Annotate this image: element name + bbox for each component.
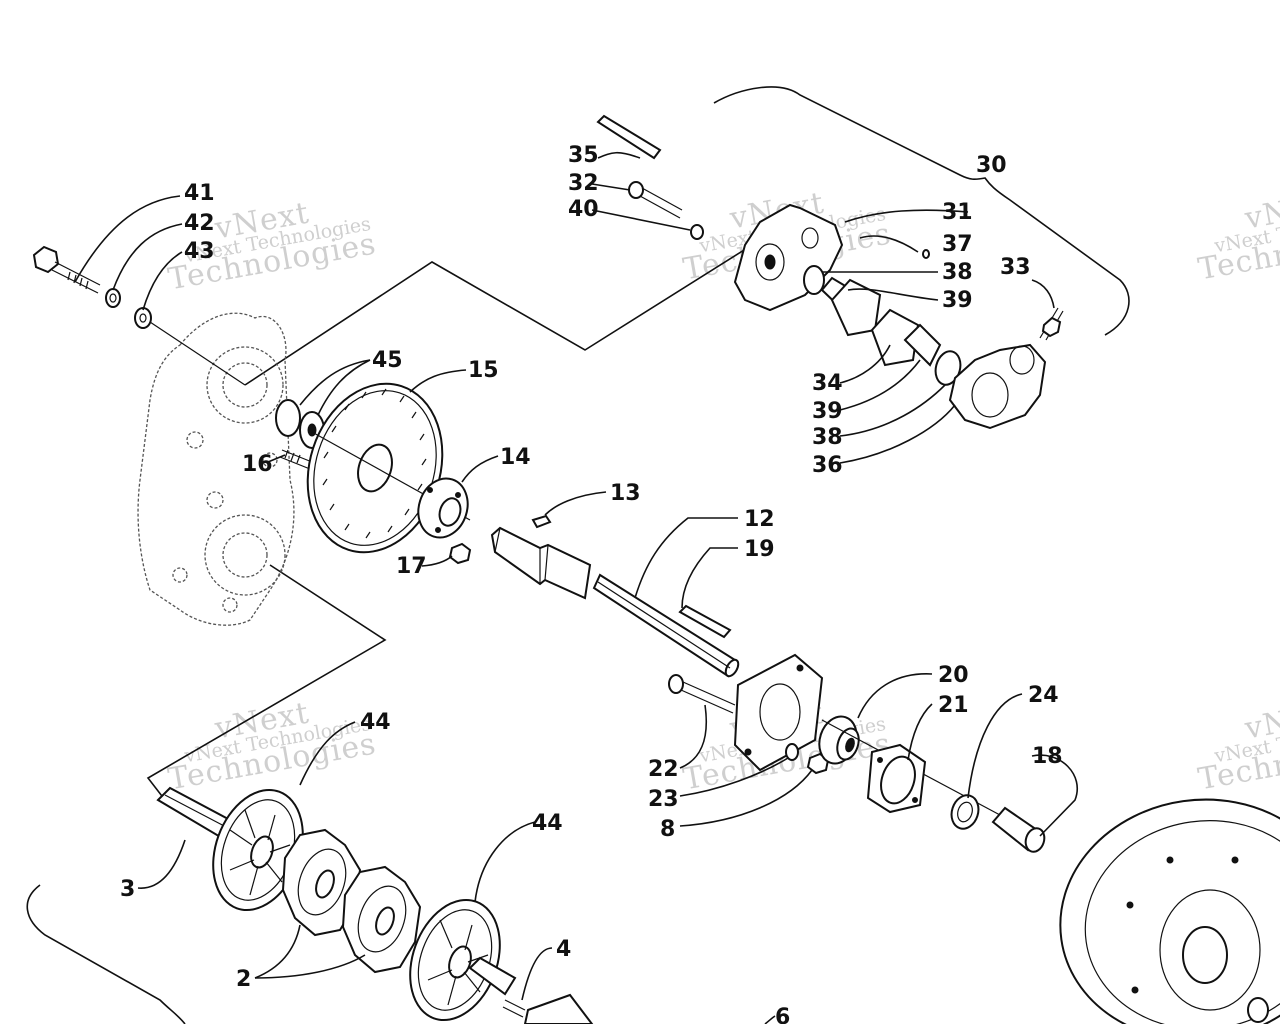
callout-18: 18 bbox=[1032, 744, 1063, 769]
callout-20: 20 bbox=[938, 663, 969, 688]
washer-43 bbox=[134, 307, 152, 329]
stud-16 bbox=[279, 449, 313, 470]
hub-14 bbox=[417, 477, 469, 539]
callout-33: 33 bbox=[1000, 255, 1031, 280]
bleeder-33 bbox=[1039, 307, 1064, 341]
callout-44b: 44 bbox=[532, 811, 563, 836]
nut-17 bbox=[448, 542, 472, 565]
idler-wheel-44-left bbox=[212, 788, 304, 912]
callout-39: 39 bbox=[942, 288, 973, 313]
callout-3: 3 bbox=[120, 877, 135, 902]
piston-39-lower bbox=[903, 323, 942, 367]
callout-40: 40 bbox=[568, 197, 599, 222]
callout-41: 41 bbox=[184, 181, 215, 206]
pad-34a bbox=[830, 278, 882, 337]
callout-15: 15 bbox=[468, 358, 499, 383]
callout-31: 31 bbox=[942, 200, 973, 225]
gearcase-housing bbox=[137, 312, 295, 626]
bracket-bottom-left bbox=[26, 884, 186, 1024]
bearing-plate-bottom bbox=[523, 993, 594, 1024]
callout-36: 36 bbox=[812, 453, 843, 478]
reference-line-top bbox=[244, 239, 761, 386]
callout-34: 34 bbox=[812, 371, 843, 396]
pin-37 bbox=[922, 249, 930, 259]
callout-38b: 38 bbox=[812, 425, 843, 450]
sprocket-2b bbox=[341, 865, 422, 974]
flange-21 bbox=[866, 743, 927, 814]
bolt-32 bbox=[628, 181, 683, 219]
callout-14: 14 bbox=[500, 445, 531, 470]
seal-24 bbox=[950, 794, 980, 830]
tube-12 bbox=[592, 573, 740, 678]
callout-24: 24 bbox=[1028, 683, 1059, 708]
callout-42: 42 bbox=[184, 211, 215, 236]
bracket-30 bbox=[713, 86, 1130, 336]
splined-shaft-3 bbox=[156, 786, 232, 840]
bolt-22 bbox=[668, 674, 736, 714]
caliper-assembly bbox=[596, 114, 1064, 430]
bearing-flange-plate bbox=[733, 653, 824, 772]
callout-43: 43 bbox=[184, 239, 215, 264]
seal-38-upper bbox=[803, 265, 825, 295]
watermark-3: vNext vNext Technologies Technologies bbox=[166, 696, 379, 798]
callout-12: 12 bbox=[744, 507, 775, 532]
callout-13: 13 bbox=[610, 481, 641, 506]
washer-40 bbox=[690, 224, 704, 240]
callout-32: 32 bbox=[568, 171, 599, 196]
pin-35 bbox=[596, 114, 662, 160]
callout-44a: 44 bbox=[360, 710, 391, 735]
watermark-5: vNext vNext Te Techn bbox=[1196, 186, 1280, 288]
callout-38: 38 bbox=[942, 260, 973, 285]
brake-disc-15 bbox=[306, 382, 471, 554]
reference-line-mid bbox=[146, 564, 387, 801]
washer-23 bbox=[785, 743, 799, 761]
callout-39b: 39 bbox=[812, 399, 843, 424]
spacer-45a bbox=[275, 399, 301, 437]
callout-17: 17 bbox=[396, 554, 427, 579]
large-drive-pulley bbox=[1059, 798, 1280, 1024]
callout-8: 8 bbox=[660, 817, 675, 842]
key-19 bbox=[678, 604, 732, 639]
disc-vent-slots bbox=[322, 388, 427, 539]
callout-16: 16 bbox=[242, 452, 273, 477]
washer-42 bbox=[105, 288, 121, 308]
shaft-stub-12 bbox=[490, 526, 592, 600]
drive-shaft-assembly bbox=[156, 786, 594, 1024]
watermark-6: vNext vNext Te Techn bbox=[1196, 696, 1280, 798]
callout-45: 45 bbox=[372, 348, 403, 373]
callout-21: 21 bbox=[938, 693, 969, 718]
seal-38-lower bbox=[934, 350, 962, 386]
callout-labels: 30 35 32 40 31 37 38 39 33 34 39 38 36 4… bbox=[120, 143, 1063, 1024]
callout-2: 2 bbox=[236, 967, 251, 992]
callout-30: 30 bbox=[976, 153, 1007, 178]
callout-35: 35 bbox=[568, 143, 599, 168]
key-13 bbox=[531, 514, 552, 529]
leader-lines bbox=[74, 151, 1078, 1024]
bolt-41 bbox=[32, 245, 101, 294]
caliper-half-36 bbox=[948, 343, 1047, 430]
bolt-4 bbox=[502, 999, 526, 1018]
callout-23: 23 bbox=[648, 787, 679, 812]
callout-37: 37 bbox=[942, 232, 973, 257]
callout-6: 6 bbox=[775, 1005, 790, 1024]
callout-19: 19 bbox=[744, 537, 775, 562]
spacer-18 bbox=[991, 806, 1046, 853]
callout-4: 4 bbox=[556, 937, 571, 962]
callout-22: 22 bbox=[648, 757, 679, 782]
